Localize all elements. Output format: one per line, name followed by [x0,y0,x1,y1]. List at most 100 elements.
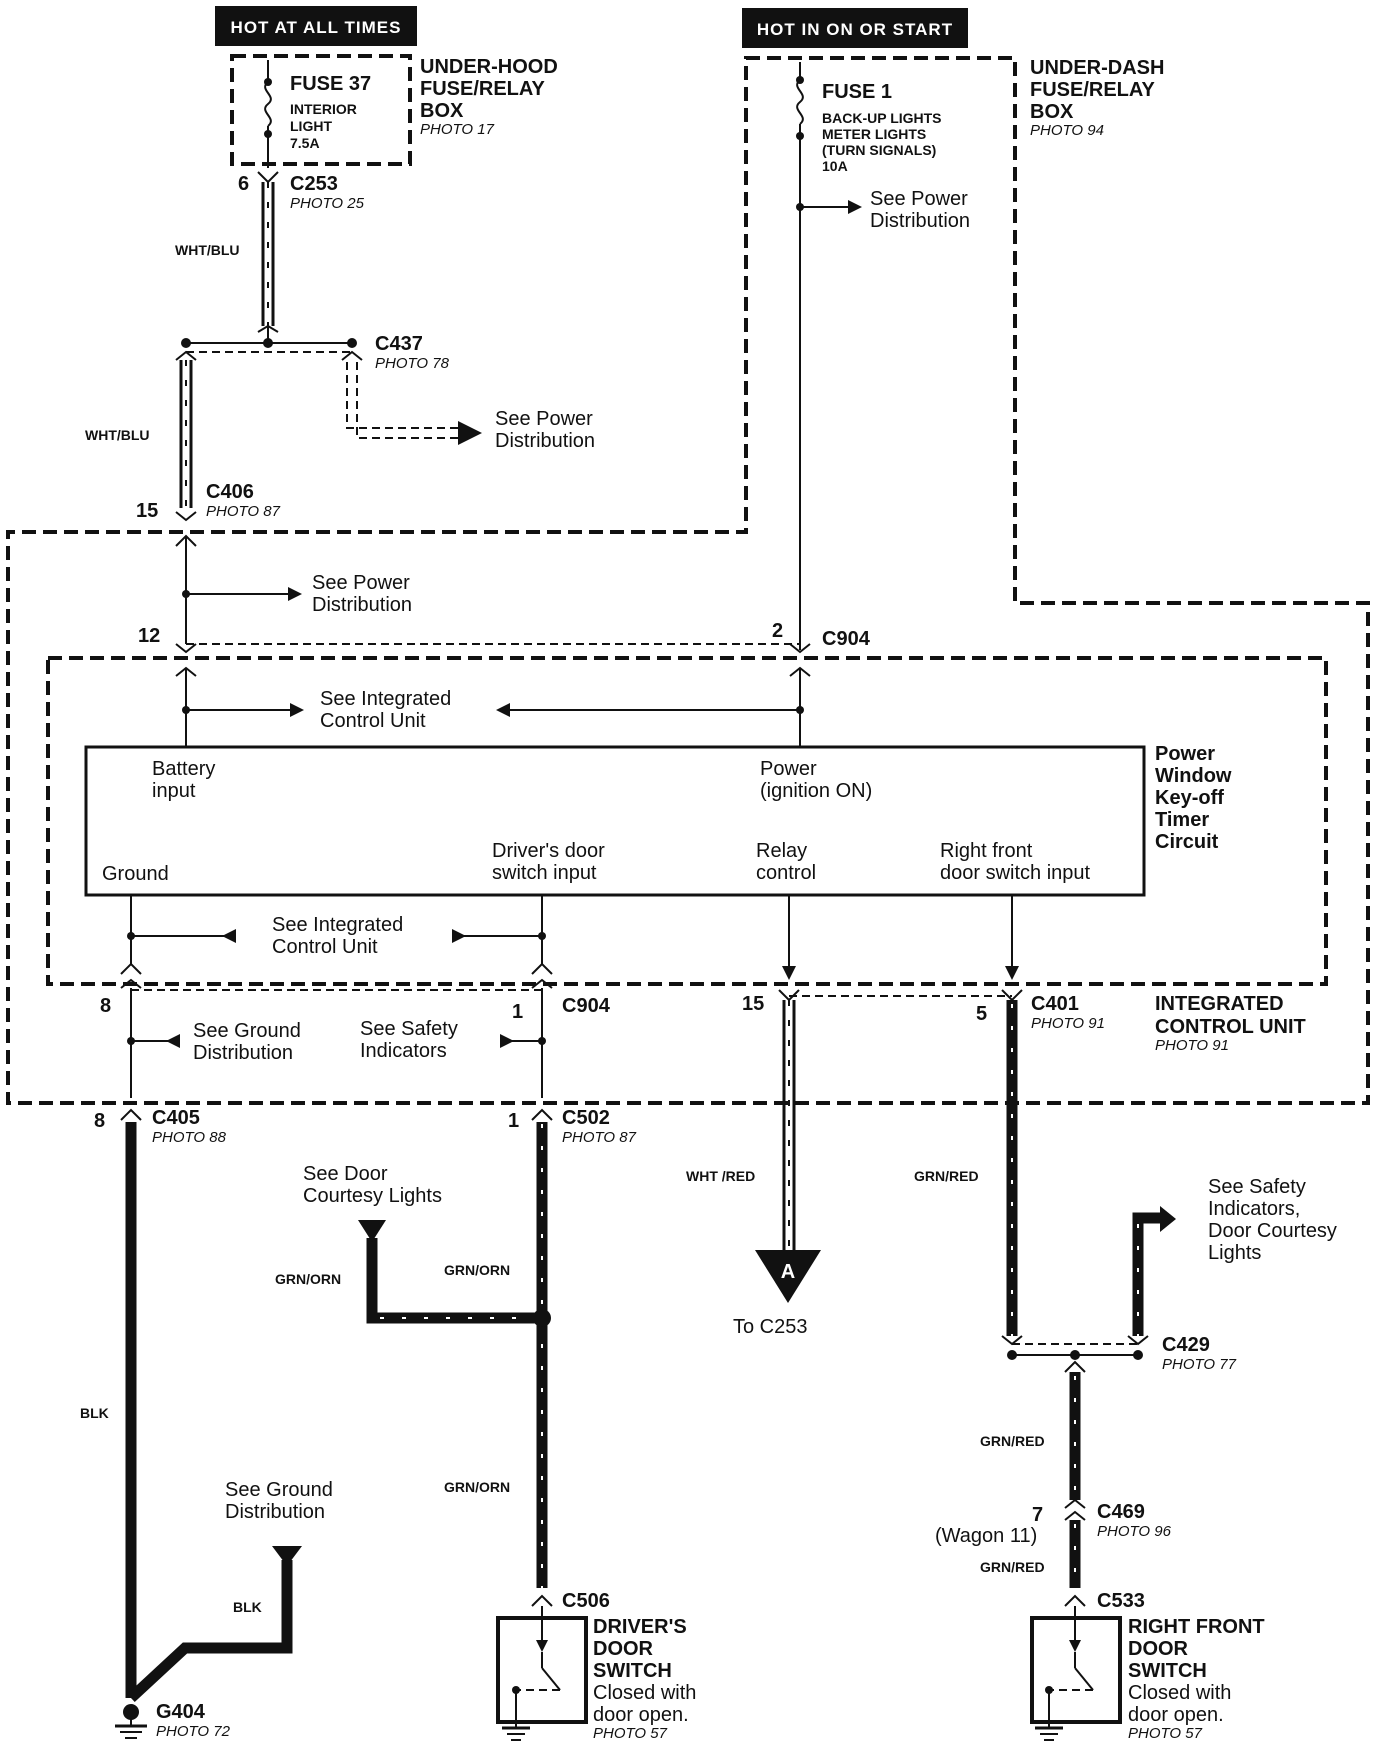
svg-text:door switch input: door switch input [940,862,1091,884]
svg-text:PHOTO 94: PHOTO 94 [1030,122,1104,139]
underdash-fuse-box-outline [6,56,1370,1105]
header-hot-in-on-or-start-label: HOT IN ON OR START [757,20,953,39]
svg-text:PHOTO 96: PHOTO 96 [1097,1523,1172,1540]
svg-text:Closed with: Closed with [1128,1682,1231,1704]
connector-c253: 6 C253 PHOTO 25 [238,171,365,212]
svg-text:PHOTO 57: PHOTO 57 [593,1725,668,1742]
svg-text:FUSE/RELAY: FUSE/RELAY [1030,79,1156,101]
wire-label-wht-blu-1: WHT/BLU [175,242,240,258]
svg-text:C405: C405 [152,1107,200,1129]
wire-label-grn-red-2: GRN/RED [980,1433,1045,1449]
header-hot-at-all-times-label: HOT AT ALL TIMES [231,18,402,37]
svg-text:See Power: See Power [312,572,410,594]
module-right-switch-label: Right front [940,840,1033,862]
svg-text:control: control [756,862,816,884]
svg-text:See Ground: See Ground [225,1479,333,1501]
wire-label-grn-red-3: GRN/RED [980,1559,1045,1575]
svg-text:Control Unit: Control Unit [320,710,426,732]
ref-power-distribution-c406: See Power Distribution [312,572,412,616]
svg-text:FUSE 37: FUSE 37 [290,73,371,95]
svg-text:PHOTO 87: PHOTO 87 [206,503,281,520]
off-page-connector-a: A To C253 [733,1250,821,1338]
power-window-timer-module: Battery input Power (ignition ON) Ground… [84,745,1146,897]
connector-c437: C437 PHOTO 78 [181,326,450,372]
connector-c429: C429 PHOTO 77 [1001,1334,1237,1373]
underdash-box-label: UNDER-DASH FUSE/RELAY BOX PHOTO 94 [1030,57,1164,139]
svg-text:PHOTO 57: PHOTO 57 [1128,1725,1203,1742]
svg-text:Distribution: Distribution [193,1042,293,1064]
svg-text:Distribution: Distribution [225,1501,325,1523]
svg-text:C502: C502 [562,1107,610,1129]
svg-text:PHOTO 91: PHOTO 91 [1155,1037,1229,1054]
svg-text:10A: 10A [822,158,848,174]
svg-text:Window: Window [1155,765,1232,787]
svg-text:C253: C253 [290,173,338,195]
svg-text:Circuit: Circuit [1155,831,1219,853]
svg-text:C401: C401 [1031,993,1079,1015]
svg-text:FUSE/RELAY: FUSE/RELAY [420,78,546,100]
ref-power-distribution-fuse1: See Power Distribution [870,188,970,232]
svg-text:5: 5 [976,1003,987,1025]
svg-text:PHOTO 25: PHOTO 25 [290,195,365,212]
svg-text:PHOTO 78: PHOTO 78 [375,355,450,372]
svg-text:PHOTO 87: PHOTO 87 [562,1129,637,1146]
wire-label-blk-2: BLK [233,1599,262,1615]
connector-c533: C533 [1064,1590,1145,1612]
svg-text:Indicators: Indicators [360,1040,447,1062]
right-front-door-switch: RIGHT FRONT DOOR SWITCH Closed with door… [1030,1606,1265,1742]
svg-text:DOOR: DOOR [593,1638,654,1660]
svg-text:C469: C469 [1097,1501,1145,1523]
svg-text:1: 1 [508,1110,519,1132]
svg-text:12: 12 [138,625,160,647]
ref-icu-top: See Integrated Control Unit [320,688,451,732]
svg-text:door open.: door open. [1128,1704,1224,1726]
svg-text:See Integrated: See Integrated [272,914,403,936]
svg-text:door open.: door open. [593,1704,689,1726]
svg-text:See Safety: See Safety [360,1018,458,1040]
ref-power-distribution-c437: See Power Distribution [495,408,595,452]
svg-text:See Integrated: See Integrated [320,688,451,710]
svg-text:6: 6 [238,173,249,195]
svg-text:FUSE 1: FUSE 1 [822,81,892,103]
svg-text:8: 8 [94,1110,105,1132]
connector-c469: 7 (Wagon 11) C469 PHOTO 96 [935,1498,1172,1547]
svg-text:See Safety: See Safety [1208,1176,1306,1198]
module-driver-switch-label: Driver's door [492,840,605,862]
svg-text:See Ground: See Ground [193,1020,301,1042]
svg-text:Timer: Timer [1155,809,1209,831]
svg-text:Closed with: Closed with [593,1682,696,1704]
ref-icu-bottom: See Integrated Control Unit [272,914,403,958]
svg-text:PHOTO 72: PHOTO 72 [156,1723,231,1740]
wire-label-grn-orn-3: GRN/ORN [275,1271,341,1287]
svg-text:PHOTO 17: PHOTO 17 [420,121,495,138]
svg-text:(Wagon 11): (Wagon 11) [935,1525,1037,1547]
svg-text:C506: C506 [562,1590,610,1612]
svg-text:PHOTO 77: PHOTO 77 [1162,1356,1237,1373]
svg-text:7.5A: 7.5A [290,135,320,151]
svg-text:A: A [781,1261,795,1283]
drivers-door-switch: DRIVER'S DOOR SWITCH Closed with door op… [496,1606,696,1742]
connector-c904-top: 12 2 C904 [138,620,871,677]
drivers-door-switch-label: DRIVER'S [593,1616,687,1638]
svg-text:(TURN SIGNALS): (TURN SIGNALS) [822,142,936,158]
ref-door-courtesy-lights: See Door Courtesy Lights [303,1163,442,1207]
svg-text:8: 8 [100,995,111,1017]
svg-text:C904: C904 [562,995,611,1017]
svg-text:Power: Power [1155,743,1215,765]
svg-text:BOX: BOX [1030,101,1074,123]
connector-c904-bottom: 8 1 C904 [100,962,611,1023]
wire-label-wht-red: WHT /RED [686,1168,755,1184]
svg-text:BOX: BOX [420,100,464,122]
svg-text:(ignition ON): (ignition ON) [760,780,872,802]
svg-text:Distribution: Distribution [870,210,970,232]
svg-text:Indicators,: Indicators, [1208,1198,1300,1220]
underhood-box-label: UNDER-HOOD FUSE/RELAY BOX PHOTO 17 [420,56,558,138]
svg-text:Door Courtesy: Door Courtesy [1208,1220,1337,1242]
ref-ground-distribution-2: See Ground Distribution [225,1479,333,1523]
ref-ground-distribution-1: See Ground Distribution [193,1020,301,1064]
svg-text:LIGHT: LIGHT [290,118,332,134]
module-ground-label: Ground [102,863,169,885]
ref-safety-indicators-1: See Safety Indicators [360,1018,458,1062]
svg-text:UNDER-DASH: UNDER-DASH [1030,57,1164,79]
to-c253-label: To C253 [733,1316,808,1338]
